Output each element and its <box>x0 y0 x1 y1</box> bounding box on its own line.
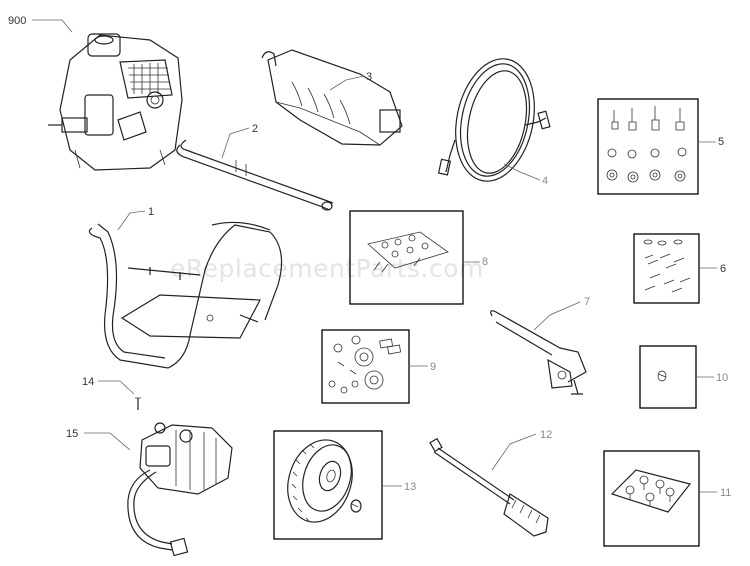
handle-drawing[interactable] <box>176 139 334 211</box>
callout-label-10: 10 <box>716 372 728 384</box>
callout-9: 9 <box>409 361 436 373</box>
callout-label-900: 900 <box>8 15 26 27</box>
engine-drawing[interactable] <box>48 33 183 171</box>
callout-label-13: 13 <box>404 481 416 493</box>
callout-label-1: 1 <box>148 206 154 218</box>
hardware-kit-8-box[interactable] <box>349 210 464 305</box>
spray-wand-drawing[interactable] <box>429 437 549 537</box>
callout-11: 11 <box>699 487 731 499</box>
callout-2: 2 <box>221 123 258 159</box>
spray-gun-drawing[interactable] <box>490 310 587 395</box>
callout-4: 4 <box>503 163 548 187</box>
callout-5: 5 <box>698 136 724 148</box>
callout-13: 13 <box>382 481 416 493</box>
callout-label-7: 7 <box>584 296 590 308</box>
callout-14: 14 <box>82 376 135 395</box>
callout-1: 1 <box>117 206 154 231</box>
callout-label-14: 14 <box>82 376 94 388</box>
callout-7: 7 <box>533 296 590 331</box>
callout-900: 900 <box>8 15 73 33</box>
callout-12: 12 <box>491 429 552 471</box>
callout-3: 3 <box>329 71 372 91</box>
pin-drawing[interactable] <box>135 397 141 410</box>
callout-8: 8 <box>463 256 488 268</box>
callout-label-4: 4 <box>542 175 548 187</box>
hardware-kit-5-box[interactable] <box>597 98 699 195</box>
callout-label-12: 12 <box>540 429 552 441</box>
callout-label-5: 5 <box>718 136 724 148</box>
callout-6: 6 <box>699 263 726 275</box>
callout-label-11: 11 <box>720 487 731 499</box>
callout-label-6: 6 <box>720 263 726 275</box>
nozzle-kit-box[interactable] <box>603 450 700 547</box>
engine-cover-drawing[interactable] <box>261 49 403 146</box>
hardware-kit-9-box[interactable] <box>321 329 410 404</box>
callout-label-8: 8 <box>482 256 488 268</box>
watermark-text: eReplacementParts.com <box>170 254 484 283</box>
wheel-kit-box[interactable] <box>273 430 383 540</box>
callout-label-3: 3 <box>366 71 372 83</box>
hardware-kit-6-box[interactable] <box>633 233 700 304</box>
pump-drawing[interactable] <box>127 422 233 557</box>
hose-drawing[interactable] <box>437 51 551 188</box>
callout-label-15: 15 <box>66 428 78 440</box>
callout-label-9: 9 <box>430 361 436 373</box>
callout-label-2: 2 <box>252 123 258 135</box>
callout-10: 10 <box>696 372 728 384</box>
callout-15: 15 <box>66 428 131 451</box>
frame-drawing[interactable] <box>88 221 283 369</box>
hardware-kit-10-box[interactable] <box>639 345 697 409</box>
